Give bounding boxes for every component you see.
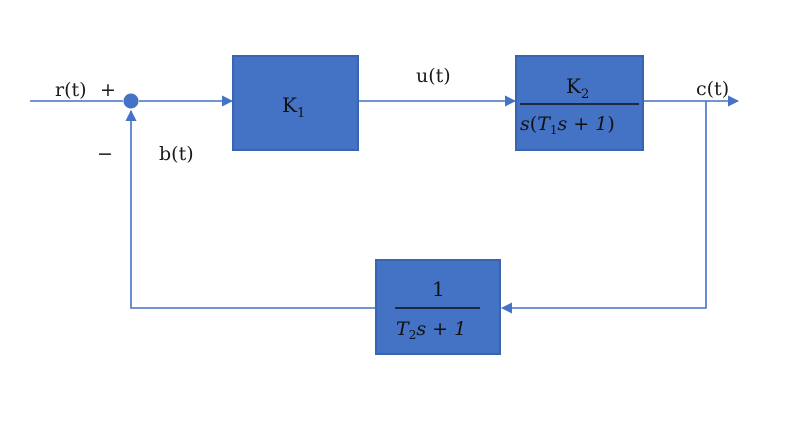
svg-text:T2s + 1: T2s + 1: [396, 318, 466, 342]
svg-text:s(T1s + 1): s(T1s + 1): [520, 113, 615, 137]
control-signal-label: u(t): [416, 65, 451, 87]
svg-text:K1: K1: [282, 93, 305, 121]
plant-block: K2 s(T1s + 1): [515, 55, 644, 151]
plant-den-T: T: [537, 113, 551, 135]
summing-junction: [123, 93, 139, 109]
plant-den-T-subscript: 1: [550, 123, 558, 137]
plant-den-close: ): [607, 113, 614, 135]
plant-den-open: (: [530, 113, 537, 135]
feedback-numerator: 1: [432, 277, 445, 301]
input-plus-sign: +: [100, 79, 116, 101]
feedback-den-T-subscript: 2: [409, 328, 417, 342]
plant-den-s: s: [520, 113, 530, 135]
feedback-path-left: [125, 109, 375, 309]
plant-numerator-subscript: 2: [581, 87, 589, 102]
plant-numerator: K: [566, 74, 582, 98]
feedback-den-rest: s + 1: [416, 318, 466, 340]
feedback-block: 1 T2s + 1: [375, 259, 501, 355]
feedback-path-right: [500, 101, 707, 314]
feedback-den-T: T: [396, 318, 410, 340]
svg-text:K2: K2: [566, 74, 589, 102]
output-signal-label: c(t): [696, 78, 729, 100]
input-signal-label: r(t): [55, 79, 87, 101]
controller-gain-subscript: 1: [297, 106, 305, 121]
controller-gain-label: K: [282, 93, 298, 117]
feedback-signal-label: b(t): [159, 143, 194, 165]
controller-block: K1: [232, 55, 359, 151]
feedback-minus-sign: −: [97, 143, 113, 165]
plant-den-rest: s + 1: [558, 113, 608, 135]
